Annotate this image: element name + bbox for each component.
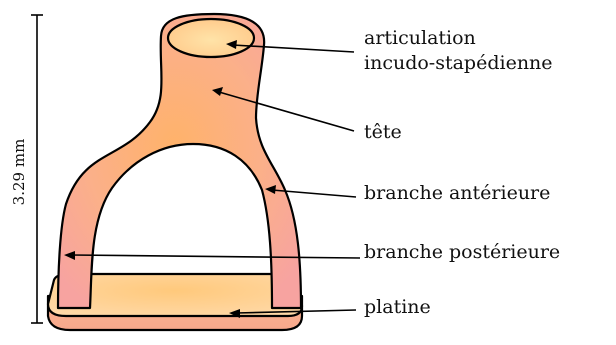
label-articulation-line2: incudo-stapédienne (364, 52, 553, 74)
label-branche-posterieure: branche postérieure (364, 241, 560, 263)
label-platine: platine (364, 296, 431, 318)
leader-branche-posterieure (71, 255, 360, 258)
label-tete: tête (364, 121, 402, 143)
dimension-label: 3.29 mm (10, 139, 28, 206)
label-articulation-line1: articulation (364, 27, 476, 49)
articular-facet (168, 19, 254, 57)
stapes-arch (58, 14, 301, 308)
height-dimension: 3.29 mm (10, 15, 43, 323)
label-branche-anterieure: branche antérieure (364, 182, 550, 204)
